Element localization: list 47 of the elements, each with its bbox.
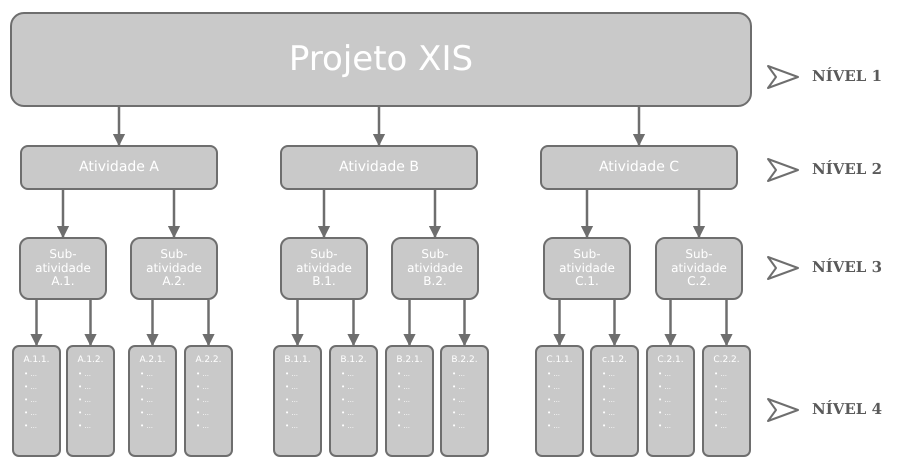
wbs-box [391, 237, 479, 300]
wbs-box [543, 237, 631, 300]
arrow [56, 190, 70, 238]
arrow [664, 300, 677, 346]
level-label: NÍVEL 3 [812, 258, 882, 276]
wbs-box [646, 345, 695, 457]
wbs-box [273, 345, 322, 457]
wbs-box [128, 345, 177, 457]
arrow [30, 300, 43, 346]
arrow [720, 300, 733, 346]
arrow [428, 190, 442, 238]
arrow [318, 190, 330, 238]
wbs-box [184, 345, 233, 457]
level-label: NÍVEL 2 [812, 160, 882, 178]
wbs-box [702, 345, 751, 457]
wbs-box [385, 345, 434, 457]
wbs-box [12, 345, 61, 457]
arrow [632, 107, 646, 146]
wbs-box [130, 237, 218, 300]
arrow [403, 300, 416, 346]
arrow [202, 300, 215, 346]
wbs-box [440, 345, 489, 457]
wbs-box [10, 12, 752, 107]
arrow [347, 300, 360, 346]
wbs-box [655, 237, 743, 300]
wbs-box [590, 345, 639, 457]
wbs-box [66, 345, 115, 457]
arrow [146, 300, 159, 346]
arrow [553, 300, 566, 346]
arrow [84, 300, 97, 346]
arrow [692, 190, 706, 238]
wbs-box [19, 237, 107, 300]
wbs-box [329, 345, 378, 457]
level-label: NÍVEL 4 [812, 400, 882, 418]
arrow [608, 300, 621, 346]
wbs-box [280, 145, 478, 190]
arrow [291, 300, 304, 346]
wbs-box [20, 145, 218, 190]
arrow [168, 190, 180, 238]
level-label: NÍVEL 1 [812, 67, 882, 85]
wbs-box [535, 345, 584, 457]
arrow [112, 107, 126, 146]
arrow [372, 107, 386, 146]
wbs-box [280, 237, 368, 300]
wbs-box [540, 145, 738, 190]
arrow [580, 190, 594, 238]
arrow [458, 300, 471, 346]
